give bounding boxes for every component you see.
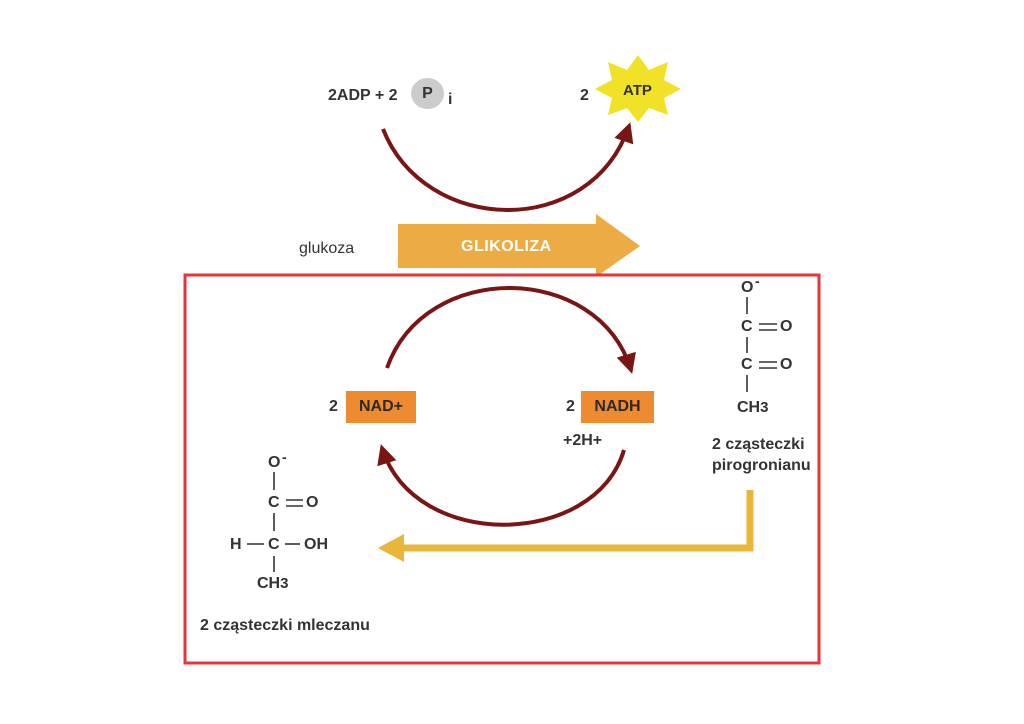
- phosphate-icon: P: [411, 78, 444, 109]
- glycolysis-arrow: [398, 214, 640, 277]
- pyruvate-methyl: CH3: [737, 400, 768, 416]
- lactate-oxygen-1: O: [306, 494, 319, 511]
- lactate-hydrogen: H: [230, 536, 242, 553]
- lactate-caption: 2 cząsteczki mleczanu: [200, 617, 370, 634]
- nadh-count: 2: [566, 398, 575, 415]
- pyruvate-oxygen-2: O: [780, 356, 793, 373]
- nadh-to-nad-arrow: [377, 444, 626, 527]
- lactate-methyl-ch: CH: [257, 575, 281, 592]
- pyruvate-to-lactate-arrow: [400, 490, 754, 552]
- lactate-methyl-sub: 3: [280, 575, 289, 592]
- pyruvate-minus-sign: -: [755, 273, 760, 289]
- protons-label: +2H+: [563, 432, 603, 449]
- phosphate-inorganic-subscript: i: [448, 91, 453, 108]
- pyruvate-bonds: [746, 297, 777, 392]
- nad-plus-box: NAD+: [346, 391, 416, 423]
- atp-star-icon: [595, 55, 681, 122]
- pyruvate-methyl-ch: CH: [737, 399, 761, 416]
- nad-to-nadh-arrow: [385, 286, 636, 374]
- lactate-methyl: CH3: [257, 576, 288, 592]
- lactate-bonds: [247, 472, 303, 572]
- atp-count: 2: [580, 87, 589, 104]
- lactate-o-minus: O: [268, 454, 281, 471]
- pyruvate-caption-line2: pirogronianu: [712, 457, 811, 474]
- nadh-box: NADH: [581, 391, 654, 423]
- lactate-carbon-2: C: [268, 536, 280, 553]
- nad-count: 2: [329, 398, 338, 415]
- pyruvate-methyl-sub: 3: [760, 399, 769, 416]
- pyruvate-carbon-2: C: [741, 356, 753, 373]
- atp-cycle-arrow: [381, 122, 634, 212]
- highlight-frame: [183, 273, 821, 665]
- lactate-hydroxyl: OH: [304, 536, 328, 553]
- adp-pi-text: 2ADP + 2: [328, 87, 398, 104]
- lactate-minus-sign: -: [282, 449, 287, 465]
- pyruvate-o-minus: O: [741, 279, 754, 296]
- pyruvate-oxygen-1: O: [780, 318, 793, 335]
- pyruvate-caption-line1: 2 cząsteczki: [712, 436, 805, 453]
- glucose-label: glukoza: [299, 240, 355, 257]
- pyruvate-to-lactate-arrowhead: [378, 534, 404, 562]
- atp-label: ATP: [623, 82, 652, 99]
- glycolysis-label: GLIKOLIZA: [461, 238, 552, 255]
- pyruvate-carbon-1: C: [741, 318, 753, 335]
- lactate-carbon-1: C: [268, 494, 280, 511]
